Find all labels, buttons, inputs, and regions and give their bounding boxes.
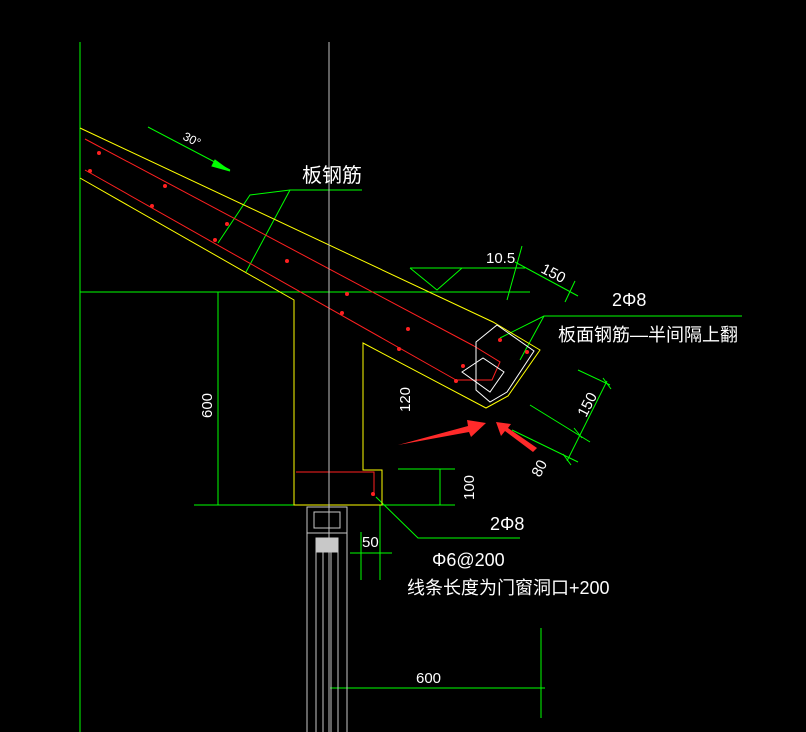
green-linework <box>79 42 742 732</box>
dim-150-top-label: 150 <box>538 260 568 287</box>
beam-edge-rebar-box <box>461 324 535 403</box>
dim-120-label: 120 <box>397 387 414 412</box>
slab-rebar <box>84 138 501 496</box>
dim-150-right-label: 150 <box>574 390 601 420</box>
dim-50-label: 50 <box>362 534 379 551</box>
slab-face-rebar-note: 板面钢筋—半间隔上翻 <box>558 325 738 345</box>
rebar-2phi8-top-label: 2Φ8 <box>612 290 646 310</box>
dim-600-bottom-label: 600 <box>416 670 441 687</box>
rebar-2phi8-bottom-label: 2Φ8 <box>490 514 524 534</box>
dim-100-label: 100 <box>461 475 478 500</box>
stirrup-label: Φ6@200 <box>432 550 505 570</box>
line-length-note: 线条长度为门窗洞口+200 <box>407 578 610 598</box>
concrete-outline <box>79 127 541 506</box>
dim-600-left-label: 600 <box>199 393 216 418</box>
window-frame <box>306 506 348 732</box>
red-arrow-right <box>496 422 537 452</box>
slab-rebar-label: 板钢筋 <box>302 164 362 187</box>
angle-label: 30° <box>181 129 204 150</box>
dim-80-label: 80 <box>528 457 551 480</box>
rebar-dots <box>88 151 529 496</box>
elevation-label: 10.5 <box>486 250 515 267</box>
red-arrow-left <box>398 420 486 445</box>
